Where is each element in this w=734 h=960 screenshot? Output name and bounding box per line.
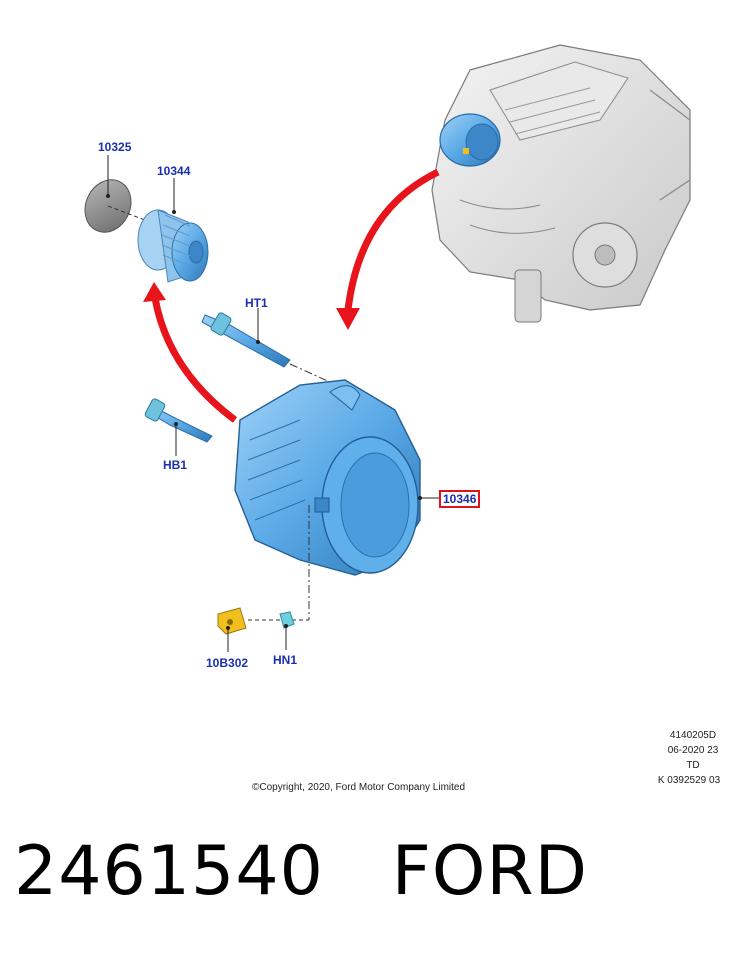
pulley-cover <box>84 155 151 233</box>
meta-line-3: TD <box>686 760 700 771</box>
meta-line-4: K 0392529 03 <box>657 775 721 786</box>
bolt-hb1 <box>144 398 213 456</box>
footer-caption: 2461540 FORD <box>14 832 588 911</box>
nut-hn1 <box>279 611 295 650</box>
alternator-pulley <box>137 178 209 283</box>
parts-diagram <box>84 44 691 652</box>
red-arrow-down <box>336 168 440 330</box>
callout-10325[interactable]: 10325 <box>98 140 132 154</box>
red-arrow-up <box>143 282 238 423</box>
meta-line-2: 06-2020 23 <box>667 745 719 756</box>
callout-10344[interactable]: 10344 <box>157 164 191 178</box>
callout-10b302[interactable]: 10B302 <box>206 656 249 670</box>
connector-10b302 <box>217 607 280 652</box>
callout-10346[interactable]: 10346 <box>439 490 481 508</box>
engine-assembly <box>431 44 691 323</box>
brand-name: FORD <box>391 832 588 911</box>
callout-hb1[interactable]: HB1 <box>163 458 188 472</box>
copyright-notice: ©Copyright, 2020, Ford Motor Company Lim… <box>252 782 466 793</box>
meta-line-1: 4140205D <box>669 730 717 741</box>
callout-ht1[interactable]: HT1 <box>245 296 268 310</box>
part-number: 2461540 <box>14 832 324 911</box>
callout-hn1[interactable]: HN1 <box>273 653 298 667</box>
alternator <box>234 379 440 621</box>
